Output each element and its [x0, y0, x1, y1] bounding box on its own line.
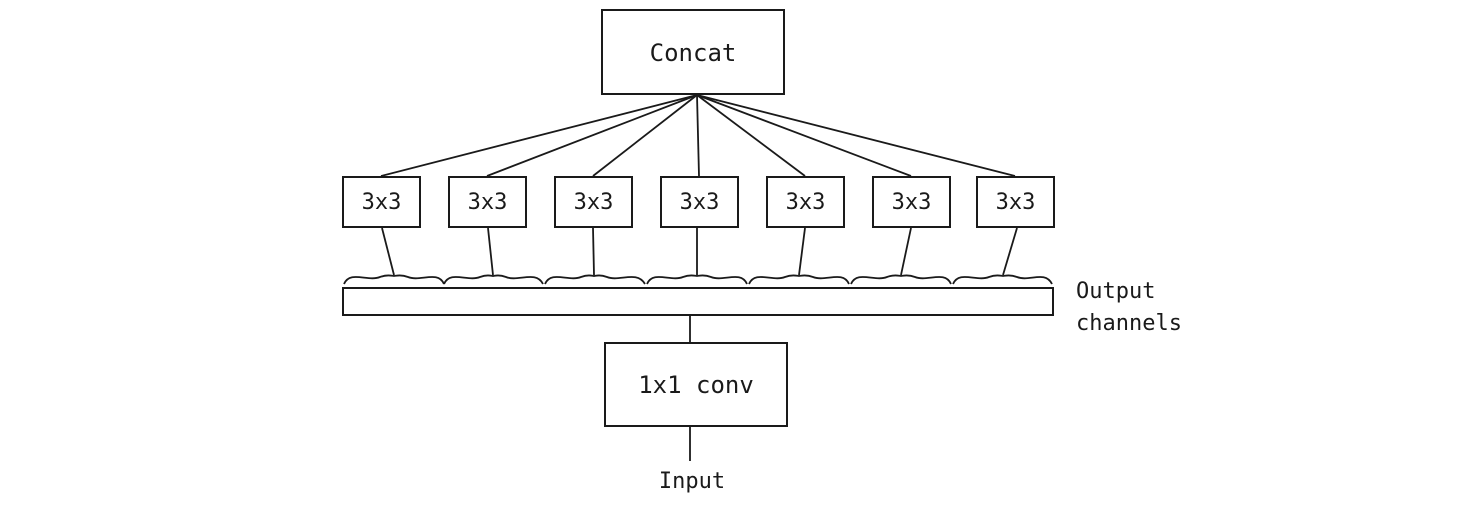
edge-concat-3x3-5 [696, 94, 806, 177]
brace-2 [443, 274, 544, 285]
edge-concat-3x3-4 [696, 94, 700, 177]
conv3x3-box [342, 176, 421, 228]
conv3x3-label: 3x3 [574, 190, 614, 215]
concat-label: Concat [650, 39, 737, 67]
conv3x3-box [766, 176, 845, 228]
concat-box [601, 9, 785, 95]
channel-group-braces [343, 274, 1053, 285]
conv3x3-node-3: 3x3 [554, 176, 633, 228]
edge-3x3-7-brace [1002, 227, 1018, 276]
conv3x3-box [554, 176, 633, 228]
edge-3x3-6-brace [900, 227, 912, 276]
brace-5 [748, 274, 850, 285]
conv3x3-label: 3x3 [362, 190, 402, 215]
output-channels-label-line2: channels [1076, 311, 1182, 336]
edge-3x3-3-brace [592, 227, 595, 276]
conv3x3-label: 3x3 [892, 190, 932, 215]
conv1x1-label: 1x1 conv [638, 371, 754, 399]
conv3x3-node-6: 3x3 [872, 176, 951, 228]
edge-concat-3x3-7 [696, 94, 1016, 177]
conv3x3-node-7: 3x3 [976, 176, 1055, 228]
conv3x3-box [976, 176, 1055, 228]
conv3x3-node-2: 3x3 [448, 176, 527, 228]
conv3x3-label: 3x3 [786, 190, 826, 215]
conv1x1-node: 1x1 conv [604, 342, 788, 427]
conv3x3-row: 3x3 3x3 3x3 3x3 3x3 3x3 3x3 [342, 176, 1055, 228]
conv3x3-label: 3x3 [680, 190, 720, 215]
conv3x3-box [872, 176, 951, 228]
brace-7 [952, 274, 1053, 285]
conv3x3-node-4: 3x3 [660, 176, 739, 228]
conv3x3-label: 3x3 [468, 190, 508, 215]
edge-concat-3x3-2 [486, 94, 698, 177]
edge-concat-3x3-6 [696, 94, 912, 177]
brace-6 [850, 274, 952, 285]
input-label: Input [659, 469, 725, 494]
edge-3x3-2-brace [487, 227, 494, 276]
brace-4 [646, 274, 748, 285]
conv3x3-box [448, 176, 527, 228]
brace-1 [343, 274, 445, 285]
conv3x3-box [660, 176, 739, 228]
conv3x3-to-brace-edges [381, 227, 1018, 276]
output-channels-label: Output channels [1076, 279, 1182, 336]
conv3x3-label: 3x3 [996, 190, 1036, 215]
output-channels-bar [342, 287, 1054, 316]
concat-edges [380, 94, 1016, 177]
edge-3x3-1-brace [381, 227, 395, 276]
brace-3 [544, 274, 646, 285]
conv3x3-node-5: 3x3 [766, 176, 845, 228]
conv3x3-node-1: 3x3 [342, 176, 421, 228]
concat-node: Concat [601, 9, 785, 95]
edge-3x3-5-brace [798, 227, 806, 276]
edge-concat-3x3-1 [380, 94, 698, 177]
conv1x1-box [604, 342, 788, 427]
output-channels-label-line1: Output [1076, 279, 1155, 304]
edge-concat-3x3-3 [592, 94, 698, 177]
